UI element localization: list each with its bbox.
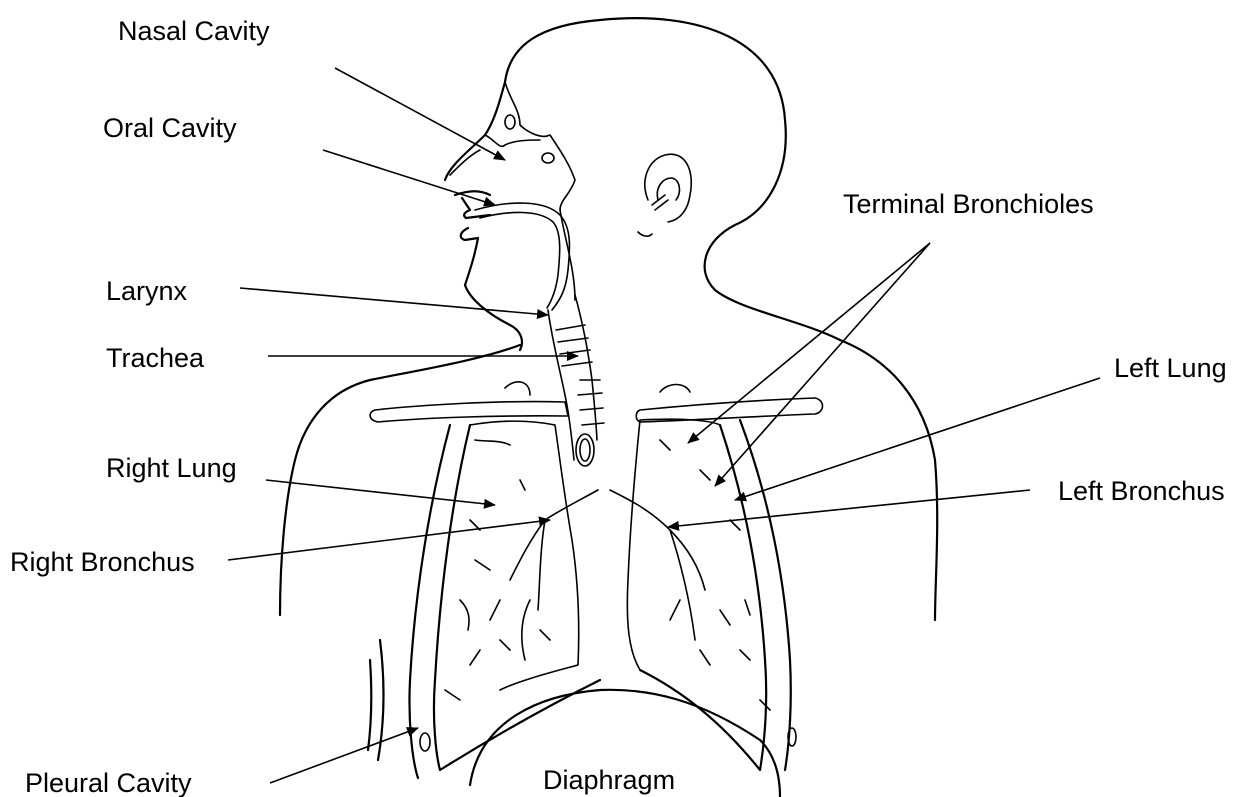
label-diaphragm: Diaphragm <box>543 765 675 795</box>
label-terminal-bronchioles: Terminal Bronchioles <box>843 189 1094 219</box>
label-left-lung: Left Lung <box>1114 353 1227 383</box>
label-right-lung: Right Lung <box>106 453 237 483</box>
label-pleural-cavity: Pleural Cavity <box>25 768 192 797</box>
pointer-nasal-cavity <box>335 68 505 160</box>
pointer-left-lung <box>735 378 1100 500</box>
labels: Nasal Cavity Oral Cavity Larynx Trachea … <box>10 16 1227 797</box>
body-outline <box>280 18 937 797</box>
label-left-bronchus: Left Bronchus <box>1058 476 1225 506</box>
label-larynx: Larynx <box>106 276 188 306</box>
pointer-terminal-bronchioles-1 <box>688 243 930 443</box>
pointer-pleural-cavity <box>270 728 418 783</box>
left-lung-structure <box>610 419 791 770</box>
pointer-right-bronchus <box>228 520 550 560</box>
pharynx <box>475 203 575 310</box>
label-oral-cavity: Oral Cavity <box>103 113 237 143</box>
ear <box>638 154 691 236</box>
pointer-lines <box>228 68 1100 783</box>
pointer-left-bronchus <box>668 490 1030 527</box>
pointer-right-lung <box>266 480 495 505</box>
pointer-larynx <box>240 288 548 315</box>
label-right-bronchus: Right Bronchus <box>10 547 195 577</box>
label-trachea: Trachea <box>106 343 205 373</box>
label-nasal-cavity: Nasal Cavity <box>118 16 270 46</box>
pointer-terminal-bronchioles-2 <box>715 243 930 486</box>
